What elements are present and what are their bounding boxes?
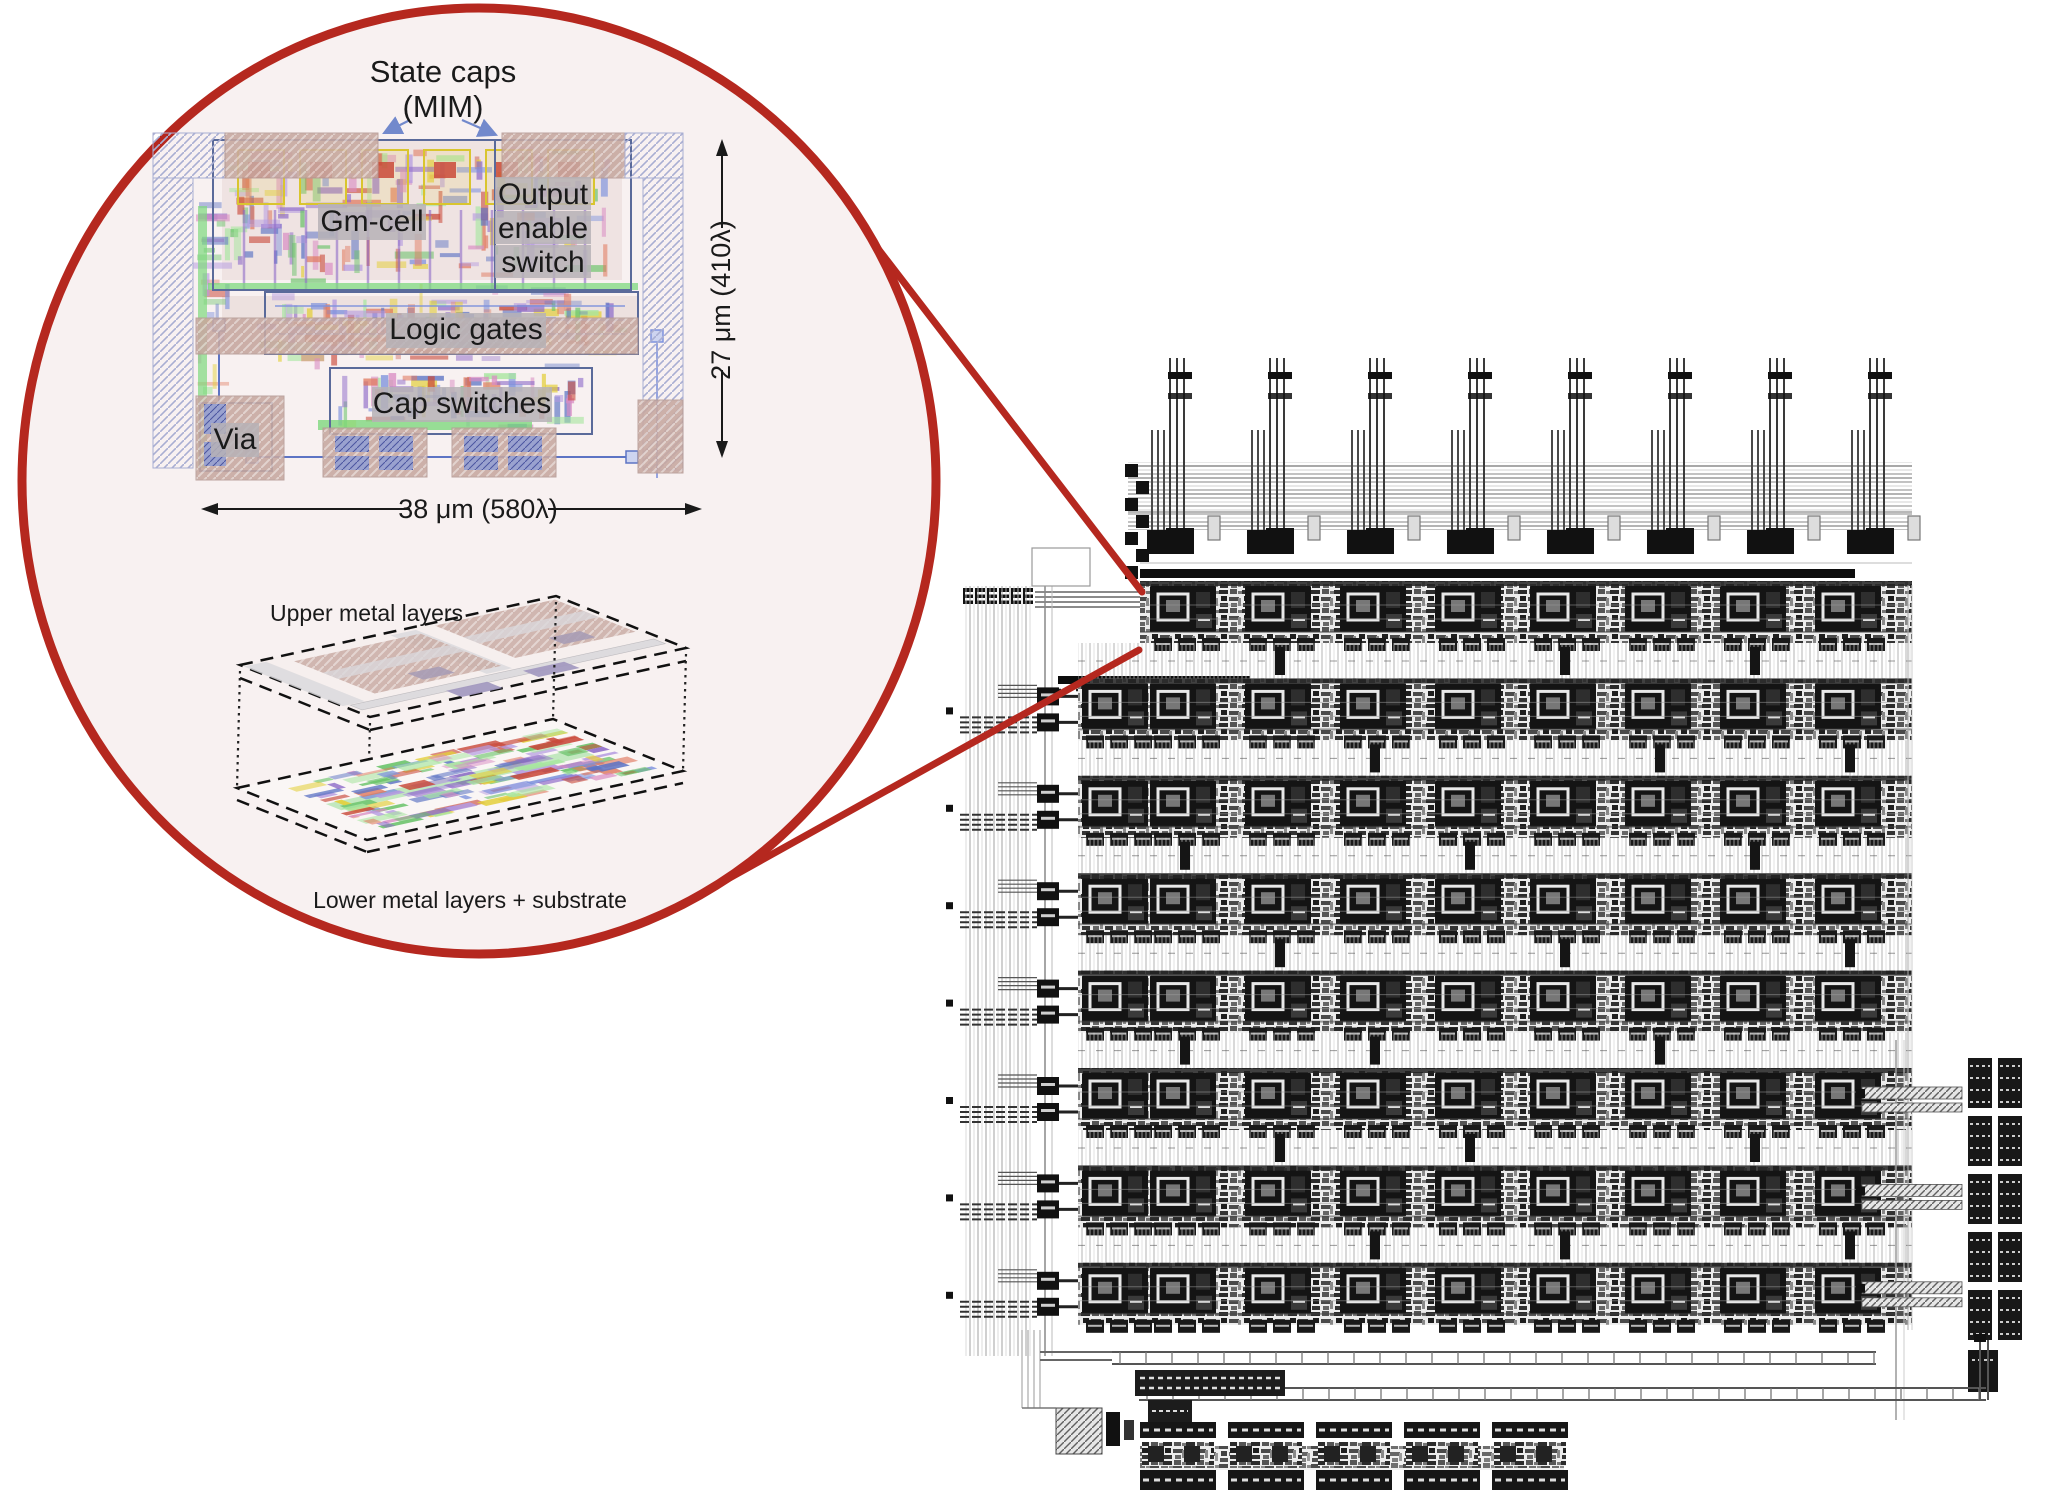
output-enable-label-bg-3 (495, 245, 591, 278)
output-enable-label-bg-2 (495, 211, 591, 244)
state-caps-label: State caps (370, 54, 516, 89)
callout-line-upper (865, 233, 1146, 596)
height-dimension-label: 27 μm (410λ) (706, 220, 736, 380)
width-dimension-label: 38 μm (580λ) (398, 494, 558, 524)
via-label-bg (211, 423, 259, 457)
width-dimension-bg (410, 492, 548, 524)
via-label: Via (214, 423, 257, 456)
state-caps-arrows (382, 116, 499, 137)
chip-layout (946, 358, 2022, 1490)
upper-metal-label: Upper metal layers (270, 600, 463, 626)
height-dimension-arrow (706, 139, 738, 458)
state-caps-arrow-right (461, 118, 499, 137)
inset-label-backgrounds (211, 177, 591, 457)
output-enable-label-3: switch (501, 246, 584, 279)
state-caps-sub-label: (MIM) (403, 89, 484, 124)
width-dimension-arrow (201, 492, 702, 524)
output-enable-label-2: enable (498, 212, 588, 245)
lower-metal-label: Lower metal layers + substrate (313, 887, 627, 913)
inset-exploded-view (232, 594, 691, 854)
output-enable-label-1: Output (498, 178, 589, 211)
logic-gates-label-bg (386, 313, 546, 348)
cap-switches-label: Cap switches (373, 387, 551, 420)
gm-cell-label: Gm-cell (320, 205, 423, 238)
gm-cell-label-bg (318, 204, 426, 240)
inset-labels: State caps (MIM) Gm-cell Output enable s… (214, 54, 736, 913)
logic-gates-label: Logic gates (389, 313, 542, 346)
output-enable-label-bg-1 (495, 177, 591, 210)
height-dimension-bg (706, 228, 738, 370)
state-caps-arrow-left (382, 116, 411, 134)
callout-line-lower (704, 646, 1143, 894)
cap-switches-label-bg (372, 387, 552, 422)
